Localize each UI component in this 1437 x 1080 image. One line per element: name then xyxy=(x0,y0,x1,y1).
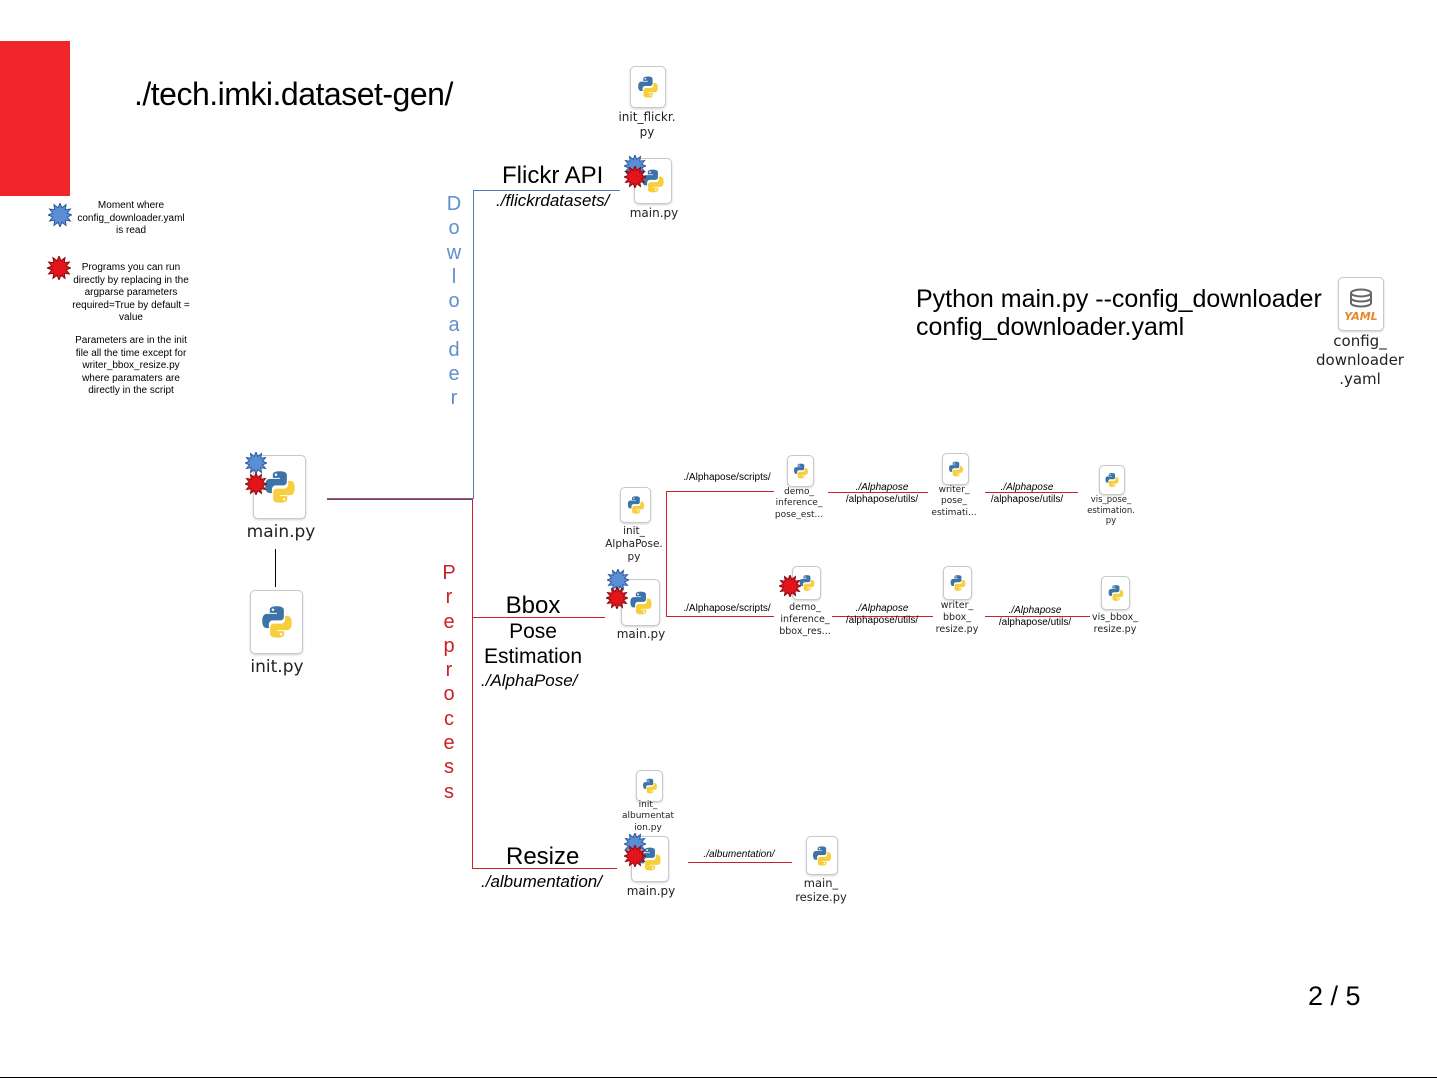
scripts-top-path-label: ./Alphapose/scripts/ xyxy=(683,472,771,483)
alpha-main-file-label: main.py xyxy=(616,627,666,641)
vis-pose-file-label: vis_pose_estimation.py xyxy=(1087,495,1135,527)
alpha-init-python-file-icon[interactable] xyxy=(620,487,651,523)
resize-section-path: ./albumentation/ xyxy=(481,872,602,891)
page-number: 2 / 5 xyxy=(1308,981,1361,1011)
flickr-main-file-label: main.py xyxy=(629,206,679,220)
connector-downloader-trunk xyxy=(473,190,474,499)
root-init-file-label: init.py xyxy=(250,657,304,677)
flickr-section-title: Flickr API xyxy=(502,162,604,189)
config-yaml-file-label: config_downloader.yaml xyxy=(1316,332,1404,388)
legend-note-text: Parameters are in the init file all the … xyxy=(75,335,187,396)
config-yaml-yaml-file-icon[interactable]: YAML xyxy=(1338,277,1384,331)
connector-alpha-bottom xyxy=(666,616,774,617)
demo-bbox-red-burst-star-icon xyxy=(777,573,803,602)
bottom-rule xyxy=(0,1077,1437,1078)
albumentation-path-label: ./albumentation/ xyxy=(703,849,775,860)
resize-section-title: Resize xyxy=(506,843,580,870)
run-command: Python main.py --config_downloader confi… xyxy=(916,285,1322,341)
utils-top-1-path-label: ./Alphapose/alphapose/utils/ xyxy=(845,482,919,505)
alpha-main-python-file-icon[interactable] xyxy=(621,579,660,626)
legend-red-star-icon xyxy=(45,254,73,285)
connector-top-2 xyxy=(985,492,1078,493)
utils-bot-2-path-label: ./Alphapose/alphapose/utils/ xyxy=(998,605,1072,628)
connector-bot-2 xyxy=(985,616,1090,617)
writer-bbox-python-file-icon[interactable] xyxy=(943,566,972,600)
svg-text:YAML: YAML xyxy=(1344,310,1377,323)
connector-flickr-branch xyxy=(473,190,620,191)
connector-bot-1 xyxy=(832,616,933,617)
alb-main-red-burst-star-icon xyxy=(622,843,648,872)
vis-bbox-file-label: vis_bbox_resize.py xyxy=(1092,612,1138,635)
connector-root-preprocess xyxy=(327,499,473,500)
connector-resize-branch xyxy=(472,868,617,869)
flickr-main-red-burst-star-icon xyxy=(622,164,648,193)
vis-bbox-python-file-icon[interactable] xyxy=(1101,576,1130,610)
legend-blue-star-text: Moment where config_downloader.yaml is r… xyxy=(77,200,185,236)
connector-alpha-fork xyxy=(666,491,667,617)
flickr-init-file-label: init_flickr.py xyxy=(618,110,676,139)
connector-preprocess-trunk xyxy=(472,499,473,869)
scripts-bottom-path-label: ./Alphapose/scripts/ xyxy=(683,603,771,614)
connector-main-init xyxy=(275,549,276,587)
demo-pose-python-file-icon[interactable] xyxy=(787,455,814,487)
main-resize-python-file-icon[interactable] xyxy=(806,836,838,875)
alb-main-file-label: main.py xyxy=(626,884,676,898)
connector-bbox-branch xyxy=(472,617,605,618)
demo-pose-file-label: demo_inference_pose_est... xyxy=(774,487,824,520)
writer-pose-file-label: writer_pose_estimati... xyxy=(931,485,977,518)
connector-alpha-top xyxy=(666,491,774,492)
demo-bbox-file-label: demo_inference_bbox_res... xyxy=(779,602,831,637)
bbox-section-path: ./AlphaPose/ xyxy=(481,671,578,690)
bbox-section-title: Bbox Pose Estimation xyxy=(483,592,583,669)
flickr-init-python-file-icon[interactable] xyxy=(630,66,666,108)
root-main-file-label: main.py xyxy=(246,522,316,542)
alpha-main-red-burst-star-icon xyxy=(604,585,630,614)
utils-top-2-path-label: ./Alphapose/alphapose/utils/ xyxy=(990,482,1064,505)
writer-pose-python-file-icon[interactable] xyxy=(942,453,969,485)
connector-albumentation xyxy=(688,862,792,863)
writer-bbox-file-label: writer_bbox_resize.py xyxy=(935,600,979,635)
slide-accent-bar xyxy=(0,41,70,196)
alpha-init-file-label: init_AlphaPose.py xyxy=(605,525,663,564)
root-init-python-file-icon[interactable] xyxy=(250,590,303,654)
flickr-section-path: ./flickrdatasets/ xyxy=(496,191,610,210)
page-title: ./tech.imki.dataset-gen/ xyxy=(134,76,453,112)
legend-red-star-text: Programs you can run directly by replaci… xyxy=(72,262,190,323)
vis-pose-python-file-icon[interactable] xyxy=(1099,465,1125,495)
root-main-red-burst-star-icon xyxy=(243,471,269,500)
connector-top-1 xyxy=(828,492,928,493)
legend-blue-star-icon xyxy=(46,201,74,232)
utils-bot-1-path-label: ./Alphapose/alphapose/utils/ xyxy=(845,603,919,626)
alb-init-python-file-icon[interactable] xyxy=(636,770,663,802)
main-resize-file-label: main_resize.py xyxy=(795,876,847,905)
connector-root-downloader xyxy=(327,498,474,499)
